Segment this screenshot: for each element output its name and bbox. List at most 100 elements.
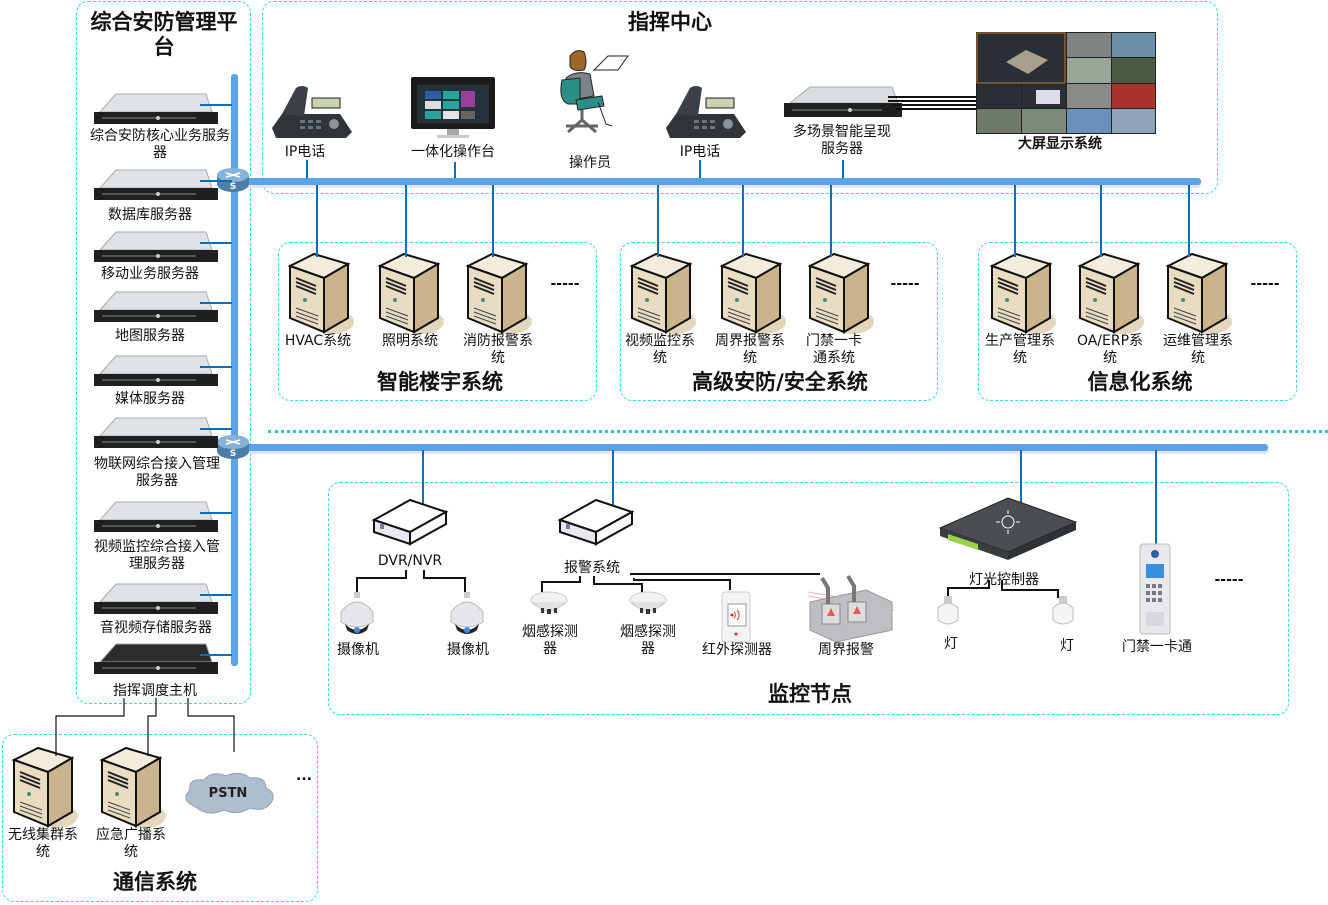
alarm-host-label: 报警系统 (564, 560, 620, 576)
more-indicator: ----- (1214, 572, 1244, 588)
server-tower-icon (99, 746, 166, 828)
lamp-icon (937, 596, 959, 625)
security-box (620, 242, 938, 401)
dvr-icon (371, 498, 449, 546)
communication-title: 通信系统 (113, 870, 197, 894)
info-system-box (978, 242, 1297, 401)
rack-server-icon (94, 290, 218, 324)
connector (1020, 450, 1022, 506)
console-label: 一体化操作台 (411, 144, 495, 160)
lamp-label: 灯 (1060, 638, 1074, 654)
operator-icon (560, 50, 629, 134)
connector (422, 450, 424, 506)
connector (200, 302, 232, 304)
connector (454, 162, 456, 178)
connector (316, 185, 318, 257)
server-label: 移动业务服务器 (101, 266, 199, 282)
platform-box (76, 1, 251, 704)
command-center-box (262, 1, 1218, 194)
tower-label: 门禁一卡通系统 (806, 333, 862, 366)
dispatch-host-icon (94, 642, 218, 676)
alarm-host-icon (557, 498, 635, 546)
ip-phone-label: IP电话 (679, 144, 721, 160)
lower-bus (234, 444, 1268, 451)
light-controller-icon (938, 497, 1078, 560)
server-tower-icon (719, 252, 786, 334)
smoke-detector-label: 烟感探测器 (522, 624, 578, 657)
tower-label: 消防报警系统 (463, 333, 533, 366)
server-label: 媒体服务器 (115, 391, 185, 407)
svg-text:PSTN: PSTN (209, 786, 248, 801)
perimeter-alarm-label: 周界报警 (818, 642, 874, 658)
connector (1188, 185, 1190, 257)
rack-server-icon (94, 230, 218, 264)
connector (405, 185, 407, 257)
presentation-server-icon (784, 86, 902, 117)
monitoring-box (328, 482, 1289, 715)
camera-label: 摄像机 (447, 642, 489, 658)
smart-building-title: 智能楼宇系统 (377, 370, 503, 394)
server-label: 视频监控综合接入管理服务器 (94, 539, 220, 572)
info-system-title: 信息化系统 (1087, 370, 1193, 394)
server-tower-icon (287, 252, 354, 334)
server-label: 物联网综合接入管理服务器 (94, 456, 220, 489)
communication-box (2, 734, 318, 902)
operator-label: 操作员 (569, 155, 611, 171)
connector (1100, 185, 1102, 257)
rack-server-icon (94, 416, 218, 450)
server-label: 综合安防核心业务服务器 (90, 128, 230, 161)
more-indicator: ----- (1250, 276, 1280, 292)
ip-phone-icon (272, 86, 352, 138)
access-control-label: 门禁一卡通 (1122, 639, 1192, 655)
server-label: 音视频存储服务器 (100, 620, 212, 636)
ip-phone-icon (666, 86, 746, 138)
dispatch-wiring (55, 698, 235, 756)
tower-label: 视频监控系统 (625, 333, 695, 366)
server-tower-icon (807, 252, 874, 334)
display-cable (888, 96, 976, 98)
infrared-detector-label: 红外探测器 (702, 642, 772, 658)
ip-phone-label: IP电话 (284, 144, 326, 160)
infrared-detector-icon (721, 591, 751, 643)
separator-line (268, 430, 1328, 433)
smoke-detector-icon (629, 591, 667, 614)
monitoring-title: 监控节点 (768, 682, 852, 706)
server-tower-icon (377, 252, 444, 334)
security-title: 高级安防/安全系统 (692, 370, 868, 394)
lamp-wiring (947, 580, 1059, 598)
connector (657, 185, 659, 257)
tower-label: OA/ERP系统 (1076, 333, 1144, 366)
server-tower-icon (11, 746, 78, 828)
connector (492, 185, 494, 257)
more-indicator: ... (296, 768, 312, 784)
rack-server-icon (94, 354, 218, 388)
lamp-label: 灯 (944, 636, 958, 652)
server-tower-icon (1165, 252, 1232, 334)
tower-label: HVAC系统 (284, 333, 352, 349)
console-monitor-icon (411, 77, 495, 138)
connector (200, 104, 232, 106)
platform-title: 综合安防管理平台 (90, 10, 238, 60)
connector (200, 366, 232, 368)
video-wall-icon (976, 32, 1156, 134)
dvr-camera-wiring (356, 570, 466, 598)
server-tower-icon (1077, 252, 1144, 334)
light-controller-label: 灯光控制器 (969, 572, 1039, 588)
more-indicator: ----- (890, 276, 920, 292)
access-control-icon (1139, 543, 1171, 635)
server-label: 指挥调度主机 (113, 683, 197, 699)
lamp-icon (1052, 596, 1074, 625)
presentation-server-label: 多场景智能呈现服务器 (793, 124, 891, 157)
server-label: 地图服务器 (115, 328, 185, 344)
tower-label: 生产管理系统 (985, 333, 1055, 366)
connector (699, 160, 701, 178)
rack-server-icon (94, 500, 218, 534)
connector (842, 160, 844, 178)
connector (830, 185, 832, 257)
command-center-title: 指挥中心 (628, 10, 712, 34)
display-cable (896, 108, 976, 110)
upper-bus (234, 178, 1201, 185)
video-wall-label: 大屏显示系统 (1018, 136, 1102, 152)
tower-label: 周界报警系统 (715, 333, 785, 366)
tower-label: 运维管理系统 (1163, 333, 1233, 366)
